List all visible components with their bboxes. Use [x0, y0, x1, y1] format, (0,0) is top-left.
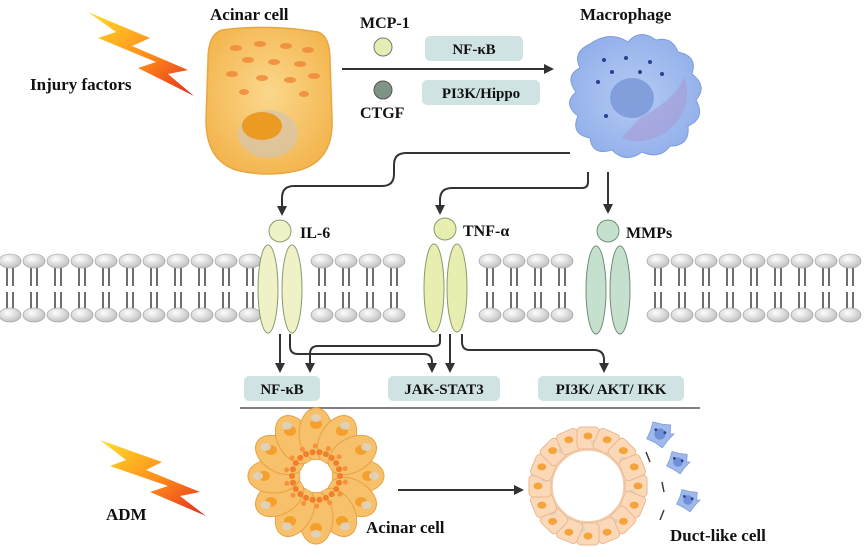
mcp1-ligand-icon: [373, 37, 393, 57]
pi3k-hippo-pill: [422, 80, 540, 105]
il6-ligand-icon: [268, 219, 292, 243]
pi3k-akt-ikk-pill: [538, 376, 684, 401]
macrophage-cell: [569, 34, 702, 158]
tnfa-to-nfkb-arrow: [305, 334, 441, 373]
ctgf-ligand-icon: [373, 80, 393, 100]
injury-factors-label: Injury factors: [30, 75, 132, 94]
tnfa-label: TNF-α: [463, 223, 509, 240]
macrophage-to-tnfa-arrow: [435, 172, 589, 215]
il6-to-jakstat3-arrow: [289, 334, 437, 373]
nfkb-bottom-label: NF-κB: [260, 382, 303, 398]
cell-membrane-bilayer: [0, 253, 862, 323]
acinar-cell-top: [205, 26, 333, 175]
tnfa-to-pi3k-arrow: [461, 334, 609, 373]
pi3k-akt-ikk-label: PI3K/ AKT/ IKK: [556, 382, 667, 398]
mmps-ligand-icon: [596, 219, 620, 243]
acinar-cell-rosette: [247, 407, 385, 545]
il6-receptor: [257, 219, 303, 334]
tnfa-receptor: [423, 217, 468, 333]
nfkb-bottom-pill: [244, 376, 320, 401]
jak-stat3-pill: [388, 376, 500, 401]
nfkb-top-label: NF-κB: [452, 42, 495, 58]
mcp1-label: MCP-1: [360, 15, 410, 32]
duct-like-cell-label: Duct-like cell: [670, 526, 766, 545]
mmps-label: MMPs: [626, 225, 672, 242]
nfkb-top-pill: [425, 36, 523, 61]
duct-like-cell-ring: [528, 426, 648, 546]
ctgf-label: CTGF: [360, 105, 405, 122]
jak-stat3-label: JAK-STAT3: [404, 382, 483, 398]
adm-label: ADM: [106, 505, 147, 524]
macrophage-label: Macrophage: [580, 5, 672, 24]
mmps-receptor: [585, 219, 631, 335]
tnfa-ligand-icon: [433, 217, 457, 241]
acinar-cell-bottom-label: Acinar cell: [366, 518, 445, 537]
duct-macrophages: [645, 421, 701, 521]
macrophage-to-il6-arrow: [277, 152, 570, 216]
acinar-cell-top-label: Acinar cell: [210, 5, 289, 24]
il6-label: IL-6: [300, 225, 330, 242]
adm-lightning-icon: [100, 440, 206, 516]
injury-lightning-icon: [88, 12, 194, 96]
pi3k-hippo-label: PI3K/Hippo: [442, 86, 520, 102]
